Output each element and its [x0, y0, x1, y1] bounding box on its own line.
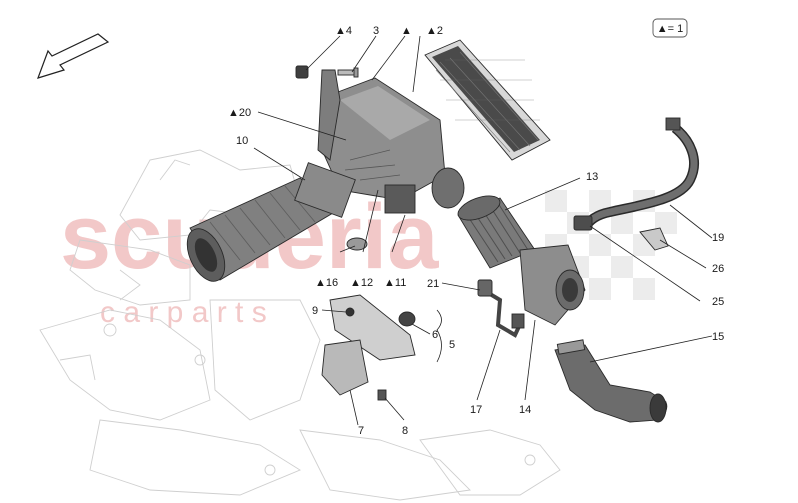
callout-14: 14 — [519, 404, 531, 416]
callout-17: 17 — [470, 404, 482, 416]
callout-12: ▲12 — [350, 277, 373, 289]
callout-15: 15 — [712, 331, 724, 343]
breather-pipe-17 — [478, 286, 525, 338]
callout-25: 25 — [712, 296, 724, 308]
callout-20: ▲20 — [228, 107, 251, 119]
callout-19: 19 — [712, 232, 724, 244]
throttle-elbow — [519, 244, 586, 326]
screw-part-3 — [337, 67, 359, 78]
callout-6: 6 — [432, 329, 438, 341]
callout-26: 26 — [712, 263, 724, 275]
callout-7: 7 — [358, 425, 364, 437]
sensor-part-21 — [477, 279, 493, 297]
legend-text: ▲= 1 — [657, 23, 684, 35]
direction-arrow-icon — [37, 33, 110, 79]
callout-4: ▲4 — [335, 25, 352, 37]
bracket-part-26 — [639, 227, 669, 251]
callout-10: 10 — [236, 135, 248, 147]
callout-21: 21 — [427, 278, 439, 290]
legend-box: ▲= 1 — [652, 18, 688, 38]
airbox-housing — [317, 69, 465, 214]
callout-airbox: ▲ — [401, 25, 412, 37]
intake-duct — [186, 162, 356, 282]
callout-13: 13 — [586, 171, 598, 183]
air-filter-element — [424, 39, 551, 161]
callout-11: ▲11 — [384, 277, 406, 289]
watermark-sub: c a r p a r t s — [100, 296, 267, 329]
callout-2: ▲2 — [426, 25, 443, 37]
leader-lines — [253, 35, 713, 426]
callout-labels: ▲4 3 ▲ ▲2 ▲20 10 13 19 26 25 15 ▲16 ▲12 … — [228, 25, 724, 437]
upper-tube — [580, 117, 699, 231]
callout-16: ▲16 — [315, 277, 338, 289]
bellows-hose — [457, 195, 536, 269]
callout-3: 3 — [373, 25, 379, 37]
grommet-part-4 — [295, 65, 309, 79]
lower-hose — [554, 339, 668, 423]
chassis-frame — [39, 149, 561, 501]
connector-part-25 — [573, 215, 593, 231]
callout-9: 9 — [312, 305, 318, 317]
callout-8: 8 — [402, 425, 408, 437]
callout-5: 5 — [449, 339, 455, 351]
bracket-assembly — [321, 294, 416, 401]
